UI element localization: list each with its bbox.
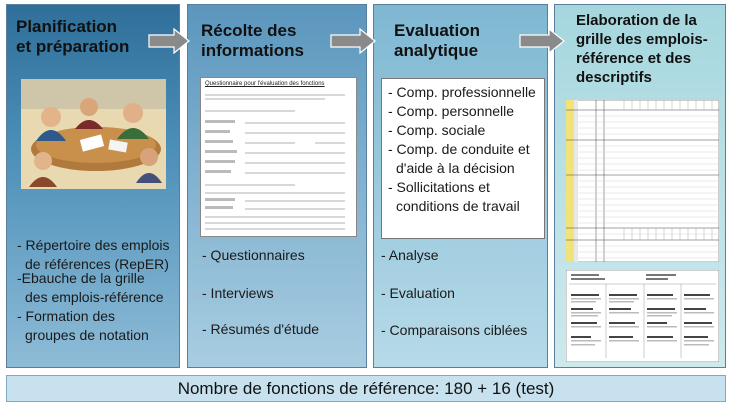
criteria-item: - Comp. personnelle xyxy=(388,103,515,119)
questionnaire-title: Questionnaire pour l'évaluation des fonc… xyxy=(205,81,325,87)
title-line: Elaboration de la xyxy=(576,12,697,29)
column-title: Evaluation analytique xyxy=(394,21,480,61)
list-item: - Résumés d'étude xyxy=(202,321,320,337)
column-elaboration: Elaboration de la grille des emplois- ré… xyxy=(554,4,726,368)
column-evaluation: Evaluation analytique - Comp. profession… xyxy=(373,4,548,368)
list-item: - Analyse xyxy=(381,247,439,263)
footer-banner: Nombre de fonctions de référence: 180 + … xyxy=(6,375,726,402)
title-line: descriptifs xyxy=(576,69,652,86)
column-title: Elaboration de la grille des emplois- ré… xyxy=(576,11,708,87)
list-item: - Comparaisons ciblées xyxy=(381,322,528,338)
list-item: - Formation des xyxy=(17,308,116,324)
criteria-item: conditions de travail xyxy=(396,198,520,214)
title-line: informations xyxy=(201,41,304,60)
title-line: et préparation xyxy=(16,37,130,56)
list-item: de références (RepER) xyxy=(25,256,169,272)
list-item: - Evaluation xyxy=(381,285,455,301)
title-line: Planification xyxy=(16,17,118,36)
title-line: référence et des xyxy=(576,50,692,67)
column-title: Récolte des informations xyxy=(201,21,304,61)
criteria-item: - Comp. de conduite et xyxy=(388,141,530,157)
title-line: analytique xyxy=(394,41,479,60)
list-item: - Questionnaires xyxy=(202,247,305,263)
list-item: - Répertoire des emplois xyxy=(17,237,170,253)
arrow-icon xyxy=(148,27,190,55)
list-item: des emplois-référence xyxy=(25,289,164,305)
meeting-clipart-image xyxy=(21,79,166,189)
column-planification: Planification et préparation - Répertoir… xyxy=(6,4,180,368)
criteria-item: - Comp. professionnelle xyxy=(388,84,536,100)
title-line: Evaluation xyxy=(394,21,480,40)
title-line: grille des emplois- xyxy=(576,31,708,48)
criteria-item: d'aide à la décision xyxy=(396,160,515,176)
questionnaire-lines xyxy=(205,94,345,230)
list-item: - Interviews xyxy=(202,285,274,301)
column-title: Planification et préparation xyxy=(16,17,129,57)
descriptive-sheet-thumbnail xyxy=(566,270,719,362)
title-line: Récolte des xyxy=(201,21,297,40)
questionnaire-document: Questionnaire pour l'évaluation des fonc… xyxy=(200,77,357,237)
arrow-icon xyxy=(330,27,376,55)
reference-grid-thumbnail xyxy=(566,100,719,262)
criteria-item: - Sollicitations et xyxy=(388,179,490,195)
list-item: -Ebauche de la grille xyxy=(17,270,145,286)
list-item: groupes de notation xyxy=(25,327,149,343)
criteria-box: - Comp. professionnelle - Comp. personne… xyxy=(381,78,545,239)
criteria-item: - Comp. sociale xyxy=(388,122,486,138)
column-recolte: Récolte des informations Questionnaire p… xyxy=(187,4,367,368)
arrow-icon xyxy=(519,27,565,55)
